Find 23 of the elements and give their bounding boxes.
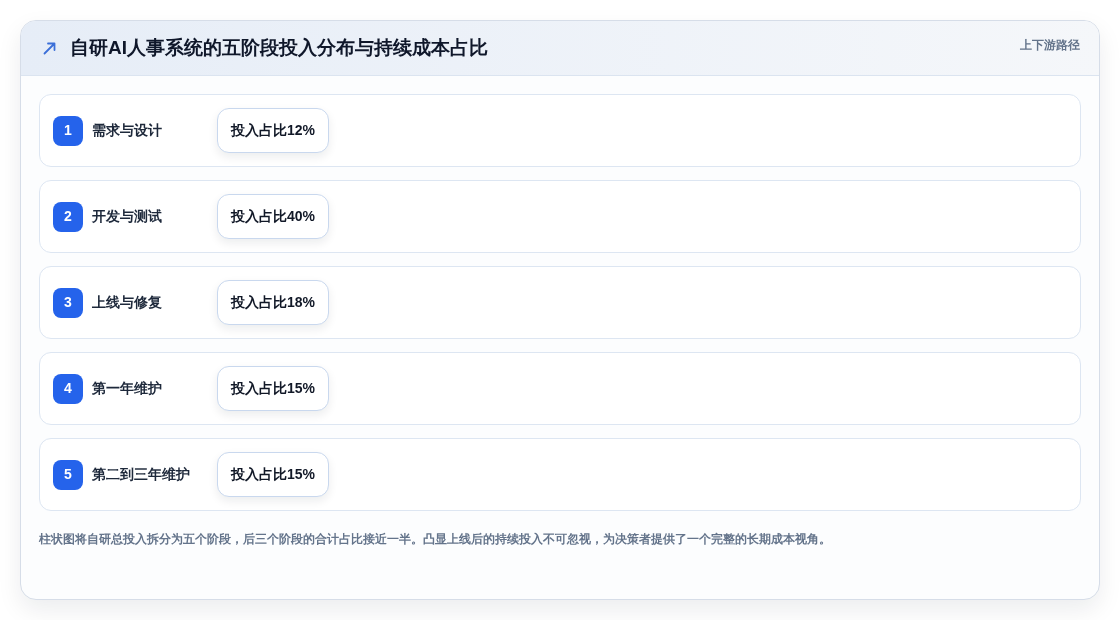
stage-name: 需求与设计 [92,121,163,140]
share-pill: 投入占比12% [217,108,330,153]
share-pill: 投入占比15% [217,366,330,411]
step-number-badge: 4 [53,373,83,404]
share-pill: 投入占比15% [217,452,330,497]
share-pill: 投入占比40% [217,194,330,239]
step-number-badge: 2 [53,201,83,232]
stage-name: 第二到三年维护 [92,465,191,484]
caption-text: 柱状图将自研总投入拆分为五个阶段，后三个阶段的合计占比接近一半。凸显上线后的持续投入不可忽视，为决策者提供了一个完整的长期成本视角。 [39,531,832,548]
stage-card [39,438,1081,511]
share-pill: 投入占比18% [217,280,330,325]
stage-card [39,94,1081,167]
stage-card [39,352,1081,425]
stage-card [39,180,1081,253]
step-number-badge: 1 [53,115,83,146]
step-number-badge: 3 [53,287,83,318]
stage-card [39,266,1081,339]
header-tag-text: 上下游路径 [1020,37,1080,54]
stage-name: 开发与测试 [92,207,163,226]
stage-name: 上线与修复 [92,293,163,312]
stage-name: 第一年维护 [92,379,163,398]
step-number-badge: 5 [53,459,83,490]
title-text: 自研AI人事系统的五阶段投入分布与持续成本占比 [70,35,488,60]
